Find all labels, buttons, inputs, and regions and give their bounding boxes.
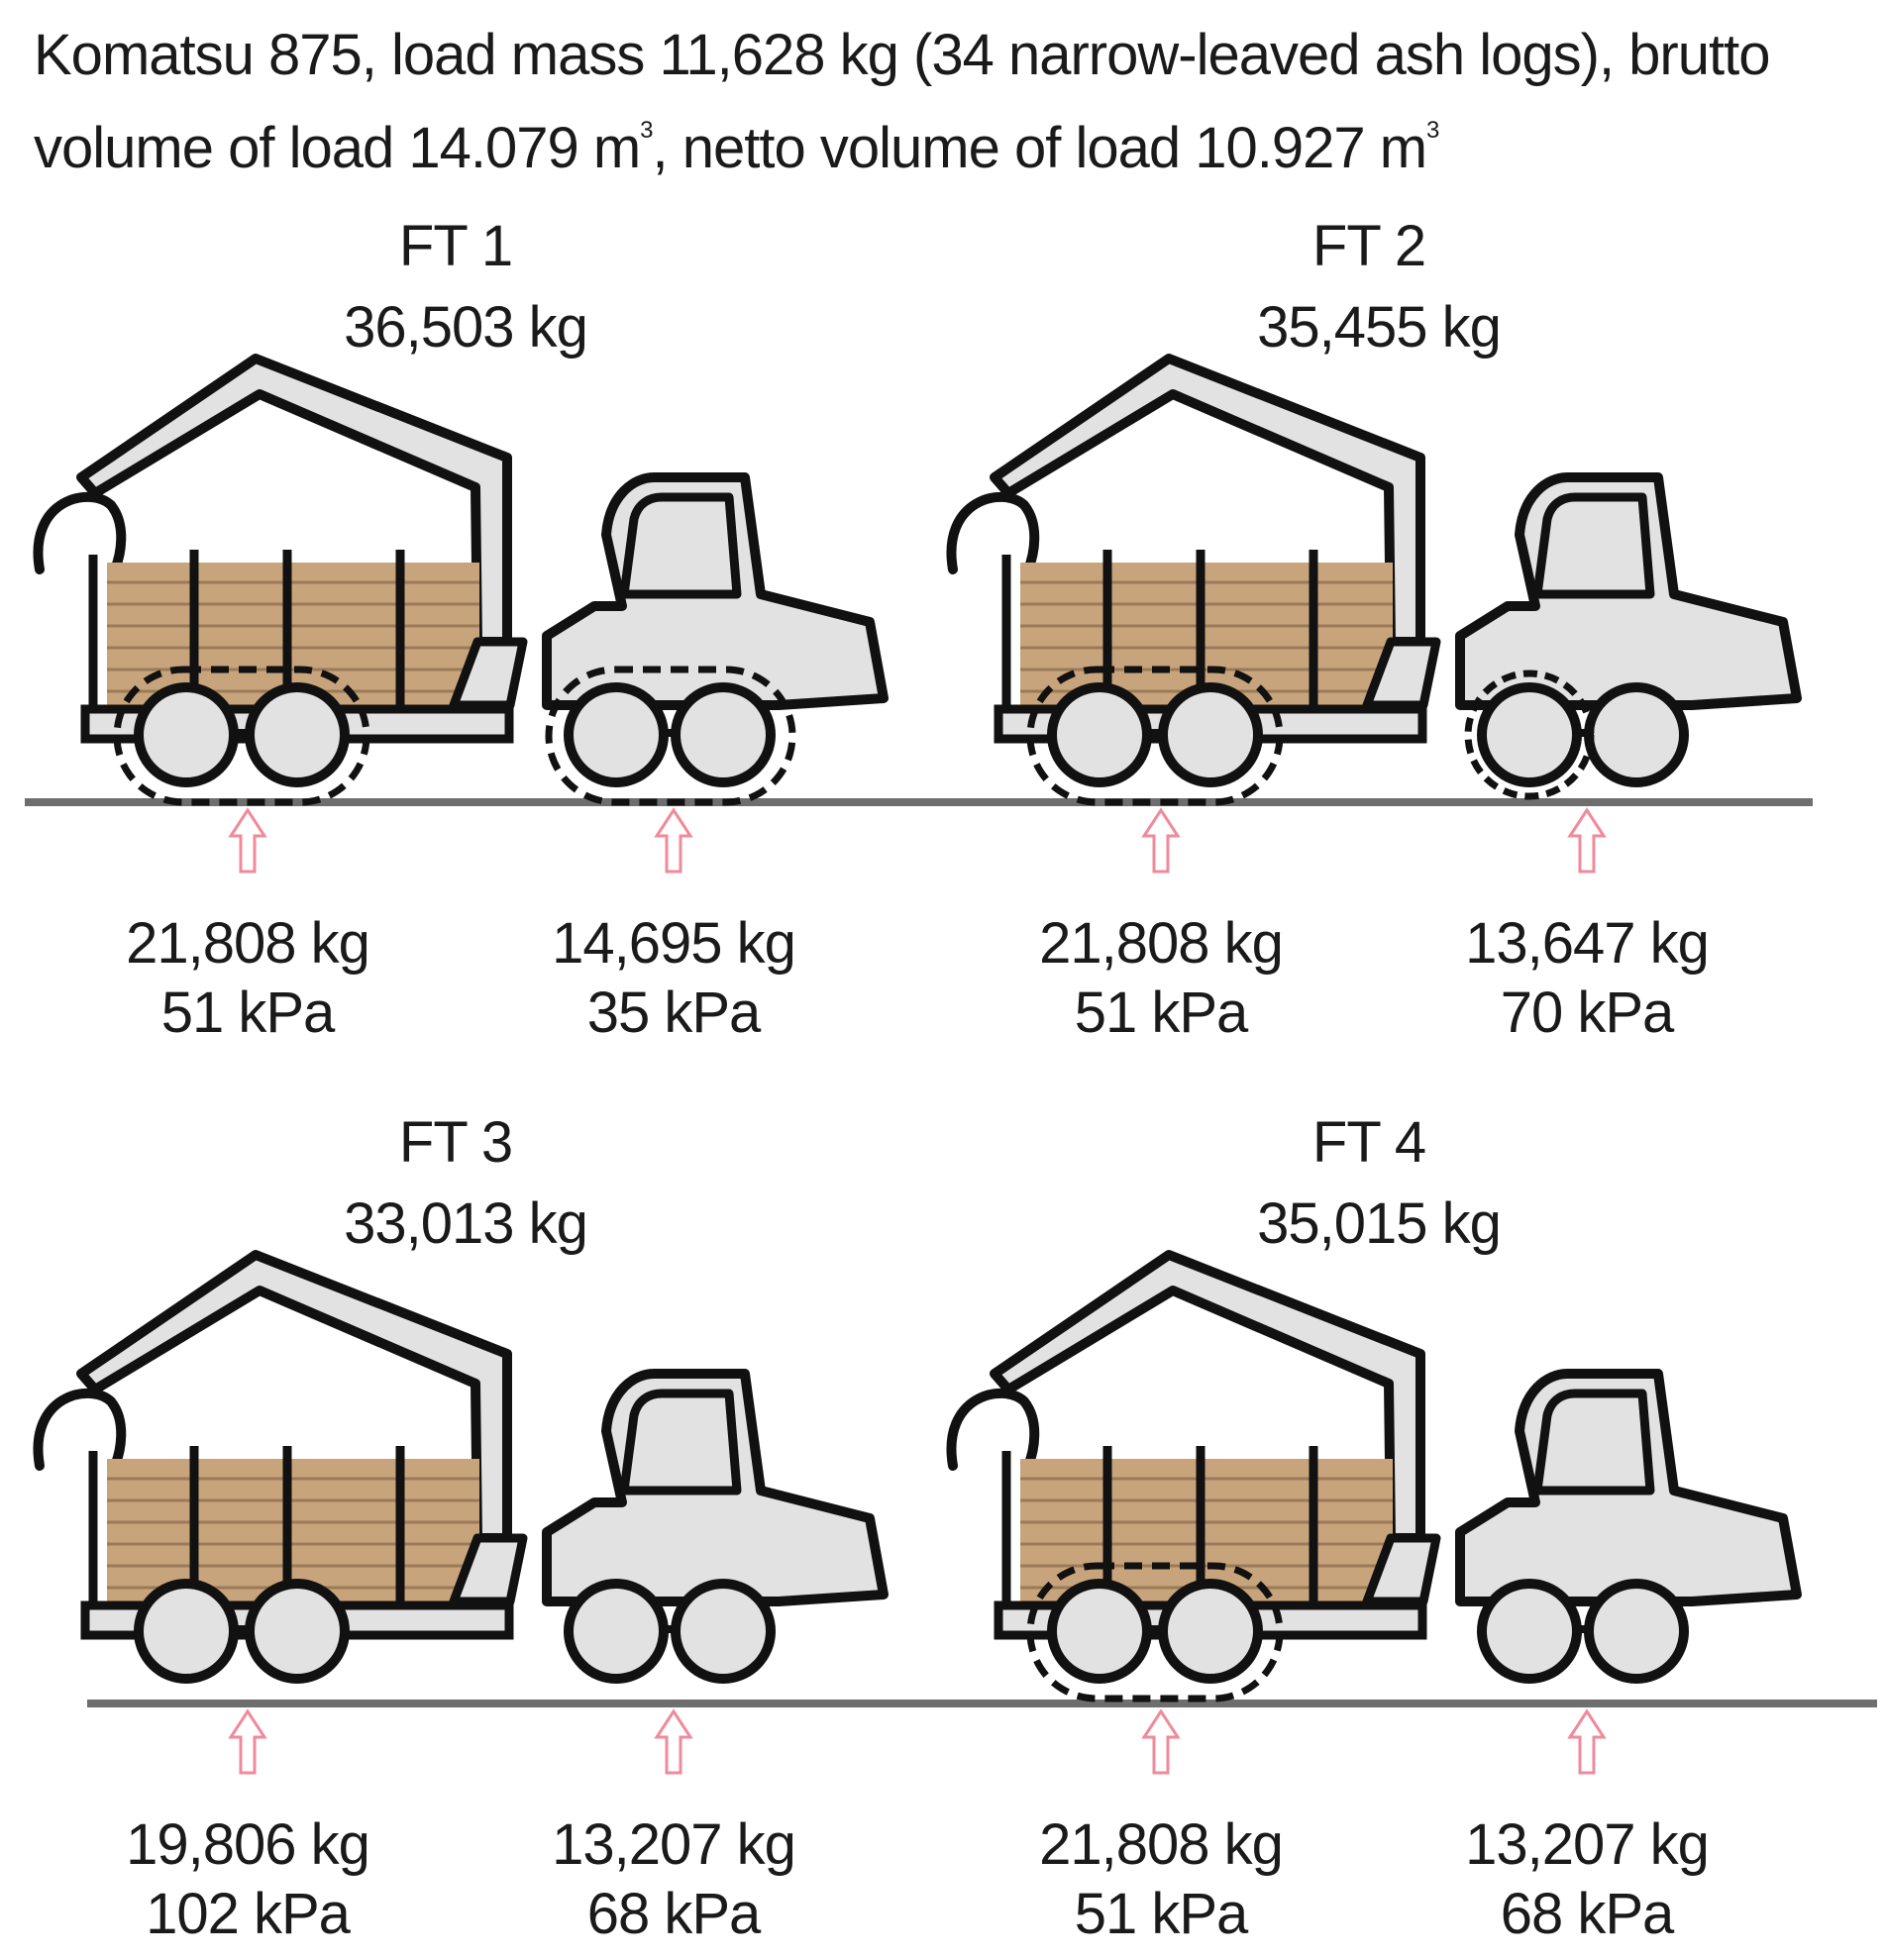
forwarder-title: FT 4 (1312, 1110, 1425, 1175)
front-load-arrow-icon (1567, 1708, 1607, 1775)
front-load-arrow-icon (654, 807, 693, 874)
front-load-arrow-icon (1567, 807, 1607, 874)
rear-load-arrow-icon (228, 1708, 267, 1775)
front-bogie-track-icon (545, 666, 796, 806)
front-ground-pressure: 70 kPa (1501, 980, 1675, 1045)
front-load-arrow-icon (654, 1708, 693, 1775)
front-wheel-2 (1584, 1579, 1689, 1684)
rear-axle-mass: 21,808 kg (126, 911, 369, 976)
forwarder-title: FT 3 (399, 1110, 512, 1175)
grapple-icon (33, 1388, 127, 1471)
grapple-icon (946, 491, 1040, 574)
rear-axle-mass: 21,808 kg (1039, 911, 1283, 976)
rear-wheel-2 (1158, 682, 1263, 787)
rear-ground-pressure: 51 kPa (1075, 980, 1249, 1045)
rear-ground-pressure: 51 kPa (1075, 1882, 1249, 1946)
front-wheel-2 (1584, 682, 1689, 787)
front-ground-pressure: 68 kPa (1501, 1882, 1675, 1946)
header-line-1: Komatsu 875, load mass 11,628 kg (34 nar… (34, 23, 1771, 87)
forwarder-total-mass: 36,503 kg (344, 295, 587, 360)
rear-wheel-2 (245, 682, 350, 787)
rear-ground-pressure: 51 kPa (161, 980, 336, 1045)
rear-axle-mass: 21,808 kg (1039, 1812, 1283, 1877)
header-line-2-part-b: , netto volume of load 10.927 m (652, 116, 1428, 180)
rear-wheel-2 (1158, 1579, 1263, 1684)
rear-wheel-1 (1047, 1579, 1152, 1684)
cab-window (1532, 1389, 1655, 1496)
header-line-2-part-a: volume of load 14.079 m (34, 116, 641, 180)
front-wheel-1 (1477, 682, 1582, 787)
rear-wheel-2 (245, 1579, 350, 1684)
cab-window (1532, 492, 1655, 599)
forwarder-total-mass: 35,455 kg (1257, 295, 1501, 360)
rear-bogie-track-icon (1026, 1562, 1284, 1702)
front-wheel-2 (671, 1579, 776, 1684)
rear-wheel-1 (1047, 682, 1152, 787)
rear-ground-pressure: 102 kPa (146, 1882, 352, 1946)
header-line-2: volume of load 14.079 m3, netto volume o… (34, 93, 1856, 186)
rear-wheel-1 (134, 1579, 239, 1684)
front-wheel-2 (671, 682, 776, 787)
forwarder-total-mass: 33,013 kg (344, 1191, 587, 1256)
front-wheel-1 (1477, 1579, 1582, 1684)
front-ground-pressure: 35 kPa (587, 980, 762, 1045)
cab-window (619, 492, 742, 599)
front-ground-pressure: 68 kPa (587, 1882, 762, 1946)
grapple-icon (33, 491, 127, 574)
cubic-superscript-2: 3 (1426, 117, 1439, 144)
grapple-icon (946, 1388, 1040, 1471)
rear-bogie-track-icon (1026, 666, 1284, 806)
forwarder-total-mass: 35,015 kg (1257, 1191, 1501, 1256)
rear-wheel-1 (134, 682, 239, 787)
figure-header: Komatsu 875, load mass 11,628 kg (34 nar… (34, 18, 1856, 186)
rear-axle-mass: 19,806 kg (126, 1812, 369, 1877)
front-axle-mass: 14,695 kg (552, 911, 795, 976)
rear-load-arrow-icon (1141, 1708, 1181, 1775)
front-wheel-1 (564, 1579, 669, 1684)
front-wheel-chain-icon (1464, 670, 1595, 800)
forwarder-title: FT 1 (399, 214, 512, 278)
front-axle-mass: 13,207 kg (1465, 1812, 1709, 1877)
cab-window (619, 1389, 742, 1496)
rear-load-arrow-icon (228, 807, 267, 874)
rear-load-arrow-icon (1141, 807, 1181, 874)
front-axle-mass: 13,647 kg (1465, 911, 1709, 976)
front-axle-mass: 13,207 kg (552, 1812, 795, 1877)
front-wheel-1 (564, 682, 669, 787)
rear-bogie-track-icon (113, 666, 370, 806)
cubic-superscript-1: 3 (640, 117, 653, 144)
forwarder-title: FT 2 (1312, 214, 1425, 278)
